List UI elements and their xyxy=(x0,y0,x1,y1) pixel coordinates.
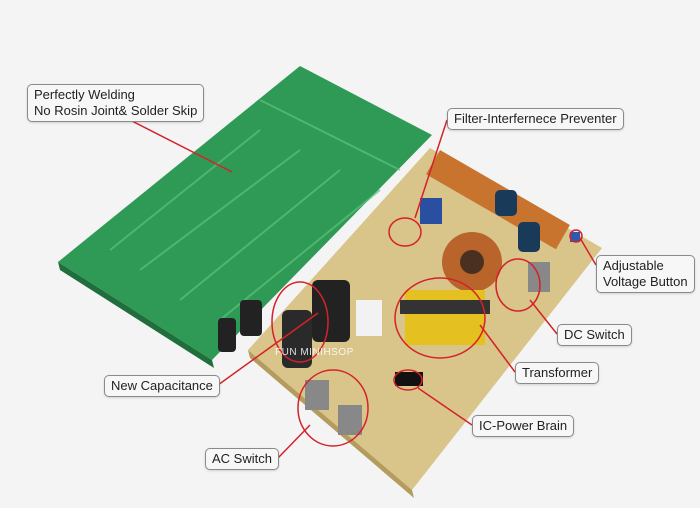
green-pcb-edge xyxy=(58,262,214,368)
label-adjust-line2: Voltage Button xyxy=(603,274,688,289)
label-adjust-line1: Adjustable xyxy=(603,258,664,273)
potentiometer xyxy=(570,232,580,242)
label-filter: Filter-Interfernece Preventer xyxy=(447,108,624,130)
label-ac-switch: AC Switch xyxy=(205,448,279,470)
capacitor xyxy=(282,310,312,368)
label-welding-line1: Perfectly Welding xyxy=(34,87,135,102)
label-dc-switch: DC Switch xyxy=(557,324,632,346)
blue-x-capacitor xyxy=(420,198,442,224)
label-adjustable-voltage: Adjustable Voltage Button xyxy=(596,255,695,293)
transformer-core xyxy=(400,300,490,314)
transformer-body xyxy=(405,290,485,345)
dc-capacitor-2 xyxy=(518,222,540,252)
filter-coil-core xyxy=(460,250,484,274)
green-pcb-traces xyxy=(109,99,401,321)
dc-capacitor-1 xyxy=(495,190,517,216)
tan-pcb-edge xyxy=(248,350,414,498)
white-resistor xyxy=(356,300,382,336)
label-transformer: Transformer xyxy=(515,362,600,384)
label-ic-power-brain: IC-Power Brain xyxy=(472,415,575,437)
callouts xyxy=(129,119,597,459)
label-perfect-welding: Perfectly Welding No Rosin Joint& Solder… xyxy=(27,84,205,122)
green-pcb-underside-caps xyxy=(218,300,262,352)
ic-chip xyxy=(395,372,423,386)
ac-mosfet-1 xyxy=(305,380,329,410)
label-new-capacitance: New Capacitance xyxy=(104,375,220,397)
watermark: FUN MINIHSOP xyxy=(275,347,354,358)
label-welding-line2: No Rosin Joint& Solder Skip xyxy=(34,103,198,118)
ac-mosfet-2 xyxy=(338,405,362,435)
big-capacitor xyxy=(312,280,350,342)
